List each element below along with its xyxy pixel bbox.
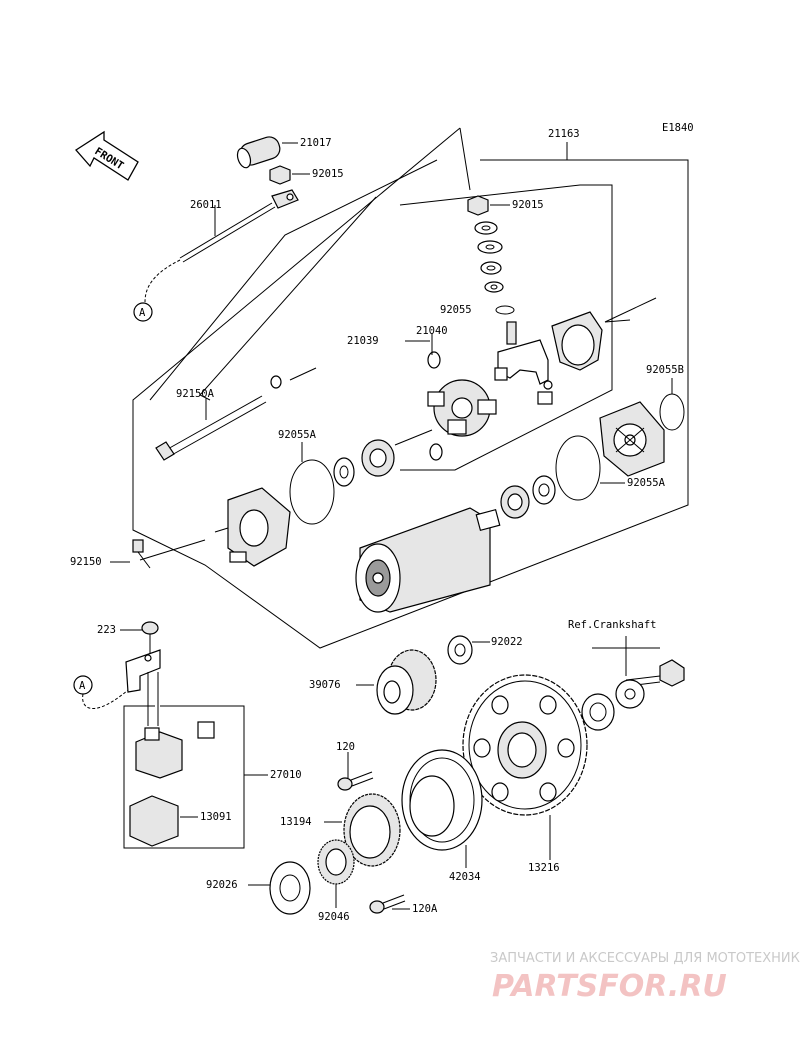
watermark-logo: PARTSFOR.RU — [492, 969, 727, 1004]
ref-crankshaft-label: Ref.Crankshaft — [568, 619, 657, 631]
part-92150A-bolt — [155, 367, 317, 461]
label-92015-b: 92015 — [512, 199, 544, 211]
label-92015-a: 92015 — [312, 168, 344, 180]
part-armature-bearings — [500, 475, 556, 519]
part-starter-yoke — [355, 507, 501, 613]
watermark-tagline: ЗАПЧАСТИ И АКСЕССУАРЫ ДЛЯ МОТОТЕХНИКИ — [490, 951, 800, 966]
label-92150A: 92150A — [176, 388, 215, 400]
label-26011: 26011 — [190, 199, 222, 211]
callout-a-top-text: A — [139, 307, 146, 319]
label-21039: 21039 — [347, 335, 379, 347]
part-13194-oneway-clutch — [324, 793, 401, 867]
label-13194: 13194 — [280, 816, 312, 828]
label-120: 120 — [336, 741, 355, 753]
part-26011-cable — [144, 189, 299, 303]
label-223: 223 — [97, 624, 116, 636]
callout-a-bottom: A — [73, 675, 129, 709]
label-21017: 21017 — [300, 137, 332, 149]
label-27010: 27010 — [270, 769, 302, 781]
label-42034: 42034 — [449, 871, 481, 883]
label-92055A-right: 92055A — [627, 477, 666, 489]
part-39076-idle-gear — [356, 649, 437, 715]
label-21040: 21040 — [416, 325, 448, 337]
label-92055B: 92055B — [646, 364, 684, 376]
part-92015-nut-stack — [467, 195, 515, 315]
callout-a-bottom-text: A — [79, 680, 86, 692]
part-crankshaft-bolt — [581, 636, 685, 731]
label-92022: 92022 — [491, 636, 523, 648]
front-arrow-icon: FRONT — [75, 130, 139, 181]
label-92055A-left: 92055A — [278, 429, 317, 441]
part-92022-washer — [447, 635, 490, 665]
diagram-code: E1840 — [662, 122, 694, 134]
label-92046: 92046 — [318, 911, 350, 923]
part-92055B-oring — [659, 378, 685, 431]
part-relay-bracket — [125, 649, 161, 693]
label-13091: 13091 — [200, 811, 232, 823]
label-92055: 92055 — [440, 304, 472, 316]
callout-a-top: A — [133, 302, 153, 322]
part-92150-bolt — [132, 539, 206, 569]
part-21039-brush-holder — [427, 351, 497, 461]
part-120-bolt — [337, 752, 374, 791]
part-92055A-oring-right — [555, 435, 625, 501]
part-120A-bolt — [369, 894, 410, 914]
part-92015-nut — [269, 165, 310, 185]
label-13216: 13216 — [528, 862, 560, 874]
part-42034-clutch-housing — [401, 749, 483, 868]
part-terminal-plate — [494, 321, 553, 405]
part-27010-relay-group — [123, 672, 268, 849]
part-rear-cover — [599, 401, 665, 477]
label-39076: 39076 — [309, 679, 341, 691]
part-yoke-cap — [551, 311, 603, 371]
part-13216-starter-gear — [462, 674, 588, 860]
part-92055A-oring-left — [289, 429, 433, 525]
part-92026-washer — [248, 861, 311, 915]
part-21017-boot — [236, 136, 298, 169]
label-92150: 92150 — [70, 556, 102, 568]
assembly-outline — [132, 127, 689, 649]
part-front-housing — [214, 487, 291, 567]
label-92026: 92026 — [206, 879, 238, 891]
label-120A: 120A — [412, 903, 438, 915]
label-21163: 21163 — [548, 128, 580, 140]
part-92046-needle-bearing — [317, 839, 355, 908]
